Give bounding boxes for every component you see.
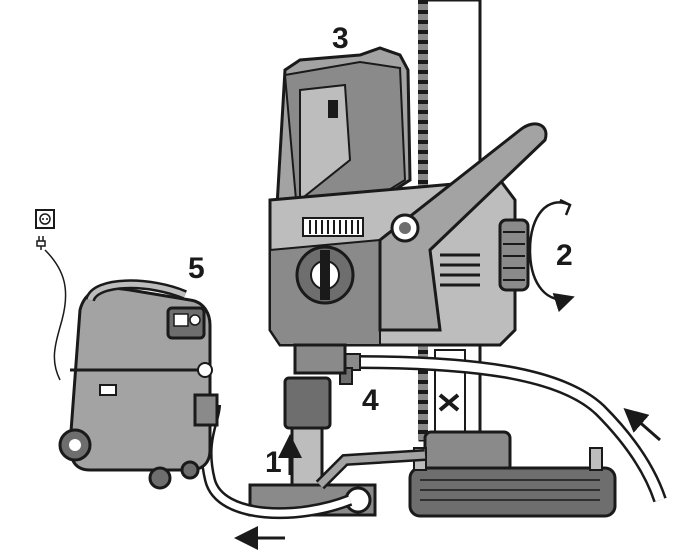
feed-handwheel	[498, 218, 530, 292]
flow-arrow-icon	[623, 408, 661, 442]
callout-2: 2	[556, 239, 573, 272]
rotation-arrow-icon	[528, 198, 575, 313]
callout-3: 3	[332, 22, 349, 55]
callout-5: 5	[188, 252, 205, 285]
callout-4: 4	[362, 384, 379, 417]
power-outlet-icon	[35, 209, 55, 229]
side-handle	[378, 122, 548, 332]
drill-stand-base	[408, 430, 617, 518]
power-cord	[44, 249, 67, 381]
gear-selector-knob	[295, 245, 355, 305]
spindle-and-core-bit	[283, 343, 347, 490]
callout-1: 1	[265, 446, 282, 479]
wet-vacuum-cleaner	[58, 279, 219, 490]
power-plug-icon	[36, 236, 46, 250]
vacuum-wheels	[58, 428, 200, 490]
vent-slots	[302, 217, 364, 237]
